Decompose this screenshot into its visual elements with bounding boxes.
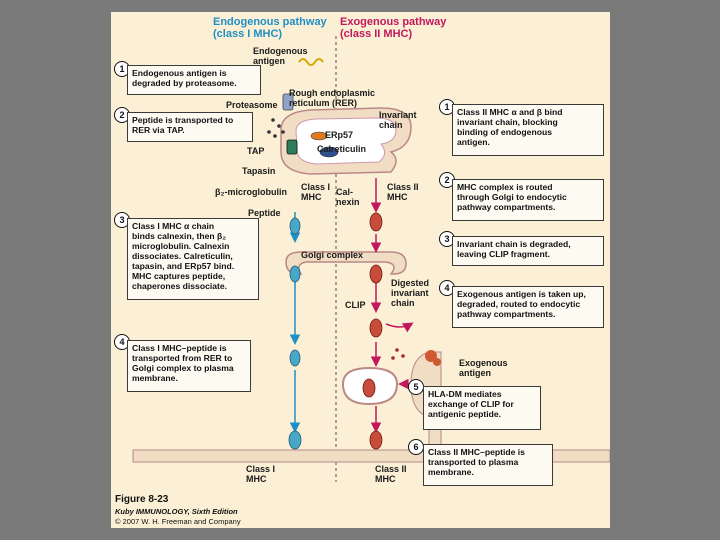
label-calreticulin: Calreticulin (317, 144, 367, 154)
label-erp57: ERp57 (325, 130, 354, 140)
label-class-ii-mhc-bottom: Class II MHC (375, 464, 407, 484)
right-step-5-box: HLA-DM mediates exchange of CLIP for ant… (423, 386, 541, 430)
label-invariant-chain: Invariant chain (379, 110, 417, 130)
label-tapasin: Tapasin (242, 166, 276, 176)
proteasome-shape (282, 93, 294, 111)
label-proteasome: Proteasome (226, 100, 278, 110)
class-i-mhc-molecule (288, 217, 302, 450)
left-step-4-box: Class I MHC–peptide is transported from … (127, 340, 251, 392)
endogenous-antigen-shape (298, 58, 324, 66)
endogenous-subheader: (class I MHC) (213, 28, 283, 40)
label-rer: Rough endoplasmic reticulum (RER) (289, 88, 376, 108)
left-step-2-box: Peptide is transported to RER via TAP. (127, 112, 253, 142)
class-ii-mhc-molecule (362, 212, 383, 450)
label-class-ii-mhc: Class II MHC (387, 182, 419, 202)
right-step-4-box: Exogenous antigen is taken up, degraded,… (452, 286, 604, 328)
book-title: Kuby IMMUNOLOGY, Sixth Edition (115, 507, 238, 516)
label-peptide: Peptide (248, 208, 281, 218)
label-clip: CLIP (345, 300, 366, 310)
right-step-5-marker: 5 (408, 379, 424, 395)
right-step-3-box: Invariant chain is degraded, leaving CLI… (452, 236, 604, 266)
right-step-6-marker: 6 (408, 439, 424, 455)
label-class-i-mhc: Class I MHC (301, 182, 331, 202)
figure-number: Figure 8-23 (115, 494, 169, 505)
right-step-1-box: Class II MHC α and β bind invariant chai… (452, 104, 604, 156)
label-class-i-mhc-bottom: Class I MHC (246, 464, 276, 484)
calreticulin-shape (319, 146, 339, 158)
endogenous-header: Endogenous pathway (213, 16, 327, 28)
erp57-shape (310, 131, 328, 141)
degraded-antigen-fragments (391, 348, 405, 360)
label-tap: TAP (247, 146, 265, 156)
label-calnexin: Cal- nexin (336, 187, 360, 207)
label-b2-microglobulin: β₂-microglobulin (215, 187, 287, 197)
exogenous-subheader: (class II MHC) (340, 28, 413, 40)
right-step-2-box: MHC complex is routed through Golgi to e… (452, 179, 604, 221)
left-step-1-box: Endogenous antigen is degraded by protea… (127, 65, 261, 95)
label-golgi-complex: Golgi complex (301, 250, 364, 260)
tap-transporter (286, 139, 298, 155)
label-exogenous-antigen: Exogenous antigen (459, 358, 508, 378)
exogenous-antigen-shape (425, 350, 441, 366)
right-step-6-box: Class II MHC–peptide is transported to p… (423, 444, 553, 486)
label-digested-invariant-chain: Digested invariant chain (391, 278, 430, 308)
left-step-3-box: Class I MHC α chain binds calnexin, then… (127, 218, 259, 300)
copyright: © 2007 W. H. Freeman and Company (115, 517, 241, 526)
label-endogenous-antigen: Endogenous antigen (253, 46, 308, 66)
clip-release-arrow (385, 322, 414, 333)
exogenous-header: Exogenous pathway (340, 16, 447, 28)
figure-panel: Endogenous pathway (class I MHC) Exogeno… (111, 12, 610, 528)
peptide-dots (267, 118, 285, 138)
